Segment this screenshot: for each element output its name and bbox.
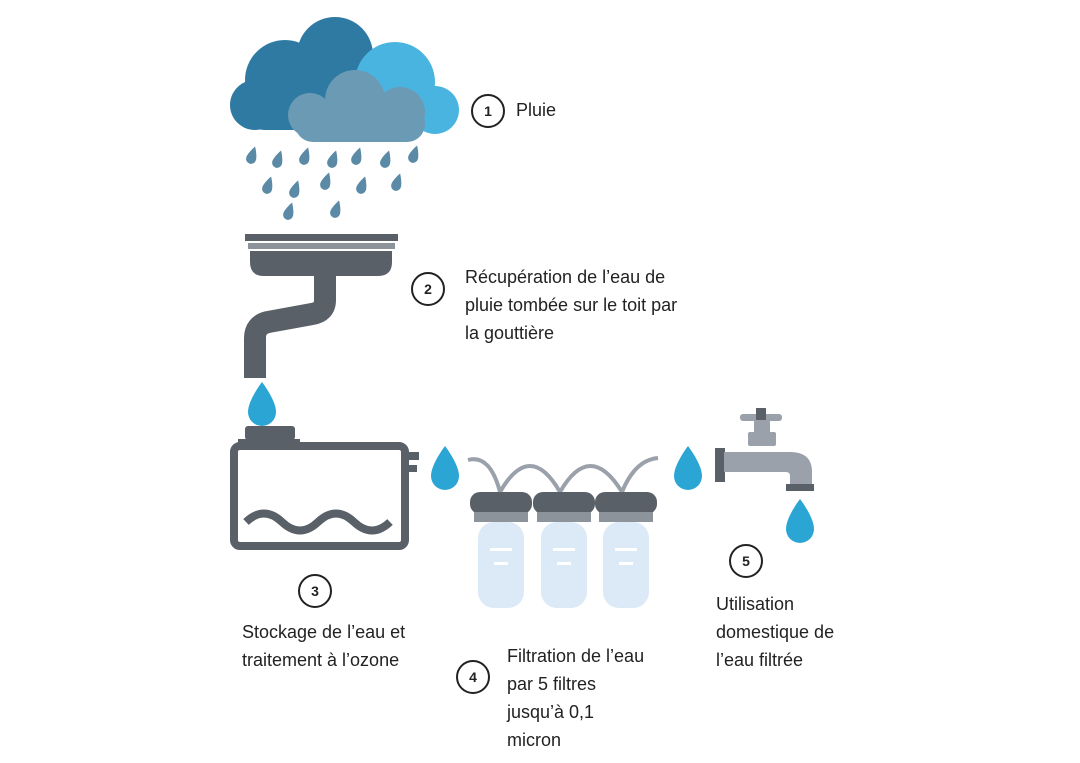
- step-4-label: Filtration de l’eau par 5 filtres jusqu’…: [507, 646, 645, 750]
- step-5-label: Utilisation domestique de l’eau filtrée: [716, 594, 835, 670]
- water-filter-icon: [533, 492, 595, 608]
- water-filter-icon: [470, 492, 532, 608]
- filter-pipes: [467, 456, 659, 494]
- step-2-label: Récupération de l’eau de pluie tombée su…: [465, 267, 678, 343]
- step-3-label: Stockage de l’eau et traitement à l’ozon…: [242, 622, 406, 670]
- cloud-icon: [230, 17, 459, 142]
- gutter-icon: [244, 234, 398, 378]
- step-2-number: 2: [411, 272, 445, 306]
- step-4-number: 4: [456, 660, 490, 694]
- step-3-number: 3: [298, 574, 332, 608]
- rain-drops: [244, 143, 422, 222]
- water-drop-icon: [248, 382, 276, 426]
- water-drop-icon: [431, 446, 459, 490]
- faucet-icon: [715, 408, 814, 491]
- storage-tank-icon: [230, 426, 419, 550]
- step-5-number: 5: [729, 544, 763, 578]
- water-drop-icon: [786, 499, 814, 543]
- water-drop-icon: [674, 446, 702, 490]
- step-1-number: 1: [471, 94, 505, 128]
- step-1-label: Pluie: [516, 100, 557, 120]
- water-filter-icon: [595, 492, 657, 608]
